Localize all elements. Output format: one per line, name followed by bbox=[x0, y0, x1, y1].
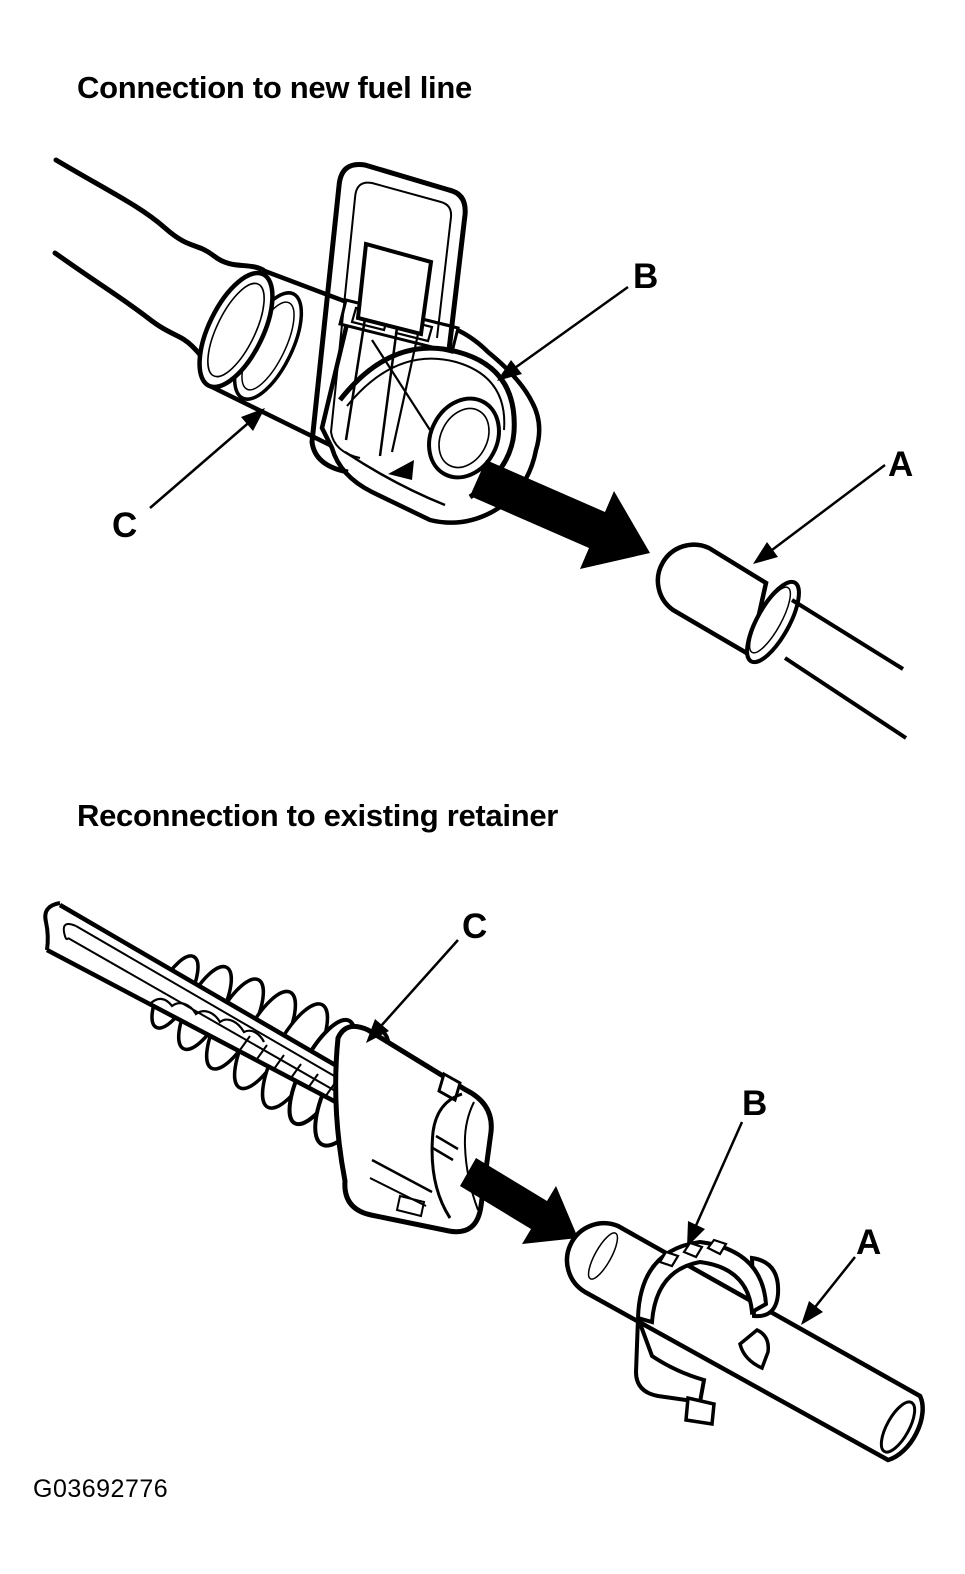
section-2-title: Reconnection to existing retainer bbox=[77, 798, 559, 833]
callout-letter-b-2: B bbox=[742, 1084, 767, 1123]
callout-letter-a-2: A bbox=[856, 1223, 881, 1262]
spring-end-tab bbox=[388, 460, 414, 480]
section-1-title: Connection to new fuel line bbox=[77, 70, 472, 105]
cut-rubber-edge bbox=[149, 997, 265, 1043]
bail-window bbox=[355, 241, 434, 337]
leader-arrowhead-b bbox=[497, 360, 522, 381]
insertion-arrow-icon bbox=[460, 1158, 578, 1244]
leader-arrowhead-c bbox=[241, 408, 265, 431]
callout-letter-b-1: B bbox=[633, 257, 658, 296]
diagram-connection-new-fuel-line: B C A bbox=[52, 157, 913, 740]
connector-cage-ribs bbox=[344, 311, 446, 507]
callout-letter-a-1: A bbox=[888, 445, 913, 484]
callout-letter-c-2: C bbox=[462, 907, 487, 946]
leader-arrowhead-c2 bbox=[366, 1019, 389, 1043]
hose-collar bbox=[197, 270, 304, 401]
retaining-spring-wire bbox=[338, 345, 517, 500]
connector-socket-bore bbox=[427, 396, 501, 480]
connector-socket-cup bbox=[333, 1023, 494, 1235]
leader-arrowhead-b2 bbox=[687, 1221, 705, 1247]
callout-leaders-2 bbox=[366, 939, 856, 1325]
leader-arrowhead-a bbox=[753, 542, 778, 564]
insertion-arrow-icon bbox=[470, 460, 650, 569]
callout-leaders-1 bbox=[149, 285, 886, 564]
fuel-pipe-a bbox=[655, 542, 908, 740]
diagram-reconnection-existing-retainer: C B A bbox=[43, 901, 925, 1463]
callout-letter-c-1: C bbox=[112, 506, 137, 545]
retainer-clip bbox=[633, 1238, 781, 1427]
leader-arrowhead-a2 bbox=[801, 1301, 823, 1325]
bail-handle bbox=[309, 161, 468, 475]
figure-code: G03692776 bbox=[33, 1475, 169, 1503]
